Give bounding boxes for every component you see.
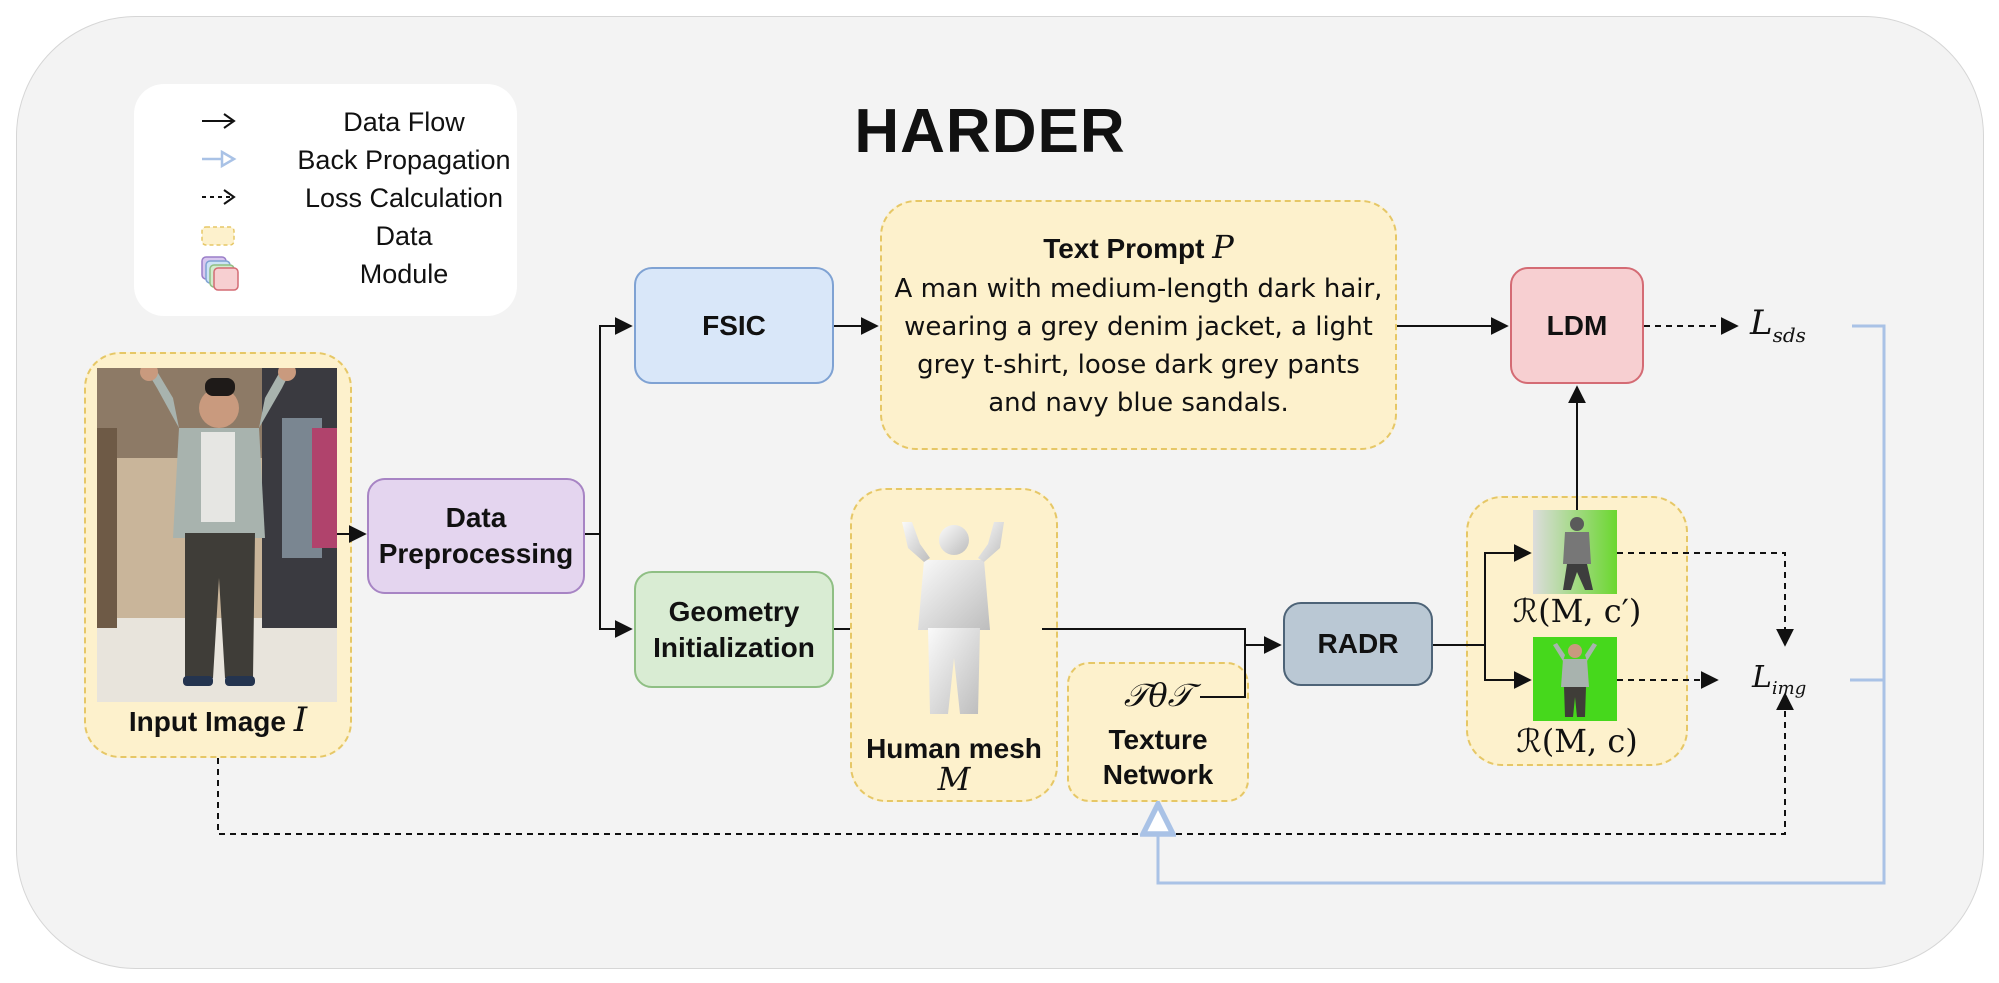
input-image-text: Input Image [128, 706, 286, 737]
legend-row-back-propagation: Back Propagation [134, 141, 517, 179]
solid-arrow-icon [202, 113, 236, 129]
arrow-radr-to-novel-render [1433, 544, 1532, 646]
dashed-arrow-icon [202, 189, 236, 205]
render-novel-view [1533, 510, 1617, 594]
loss-img: Limg [1752, 660, 1842, 699]
input-image-label: Input Image I [84, 700, 352, 740]
arrow-novel-render-to-img-loss [1617, 552, 1794, 647]
loss-img-symbol: L [1752, 660, 1772, 695]
diagram-title: HARDER [854, 97, 1126, 166]
legend: Data Flow Back Propagation Loss Calculat… [134, 84, 517, 316]
input-image-symbol: I [293, 700, 308, 740]
arrow-preprocessing-to-fsic [585, 317, 633, 535]
arrow-preprocessing-to-geometry [599, 534, 633, 638]
text-prompt-symbol: P [1212, 228, 1234, 266]
line-texture-to-radr [1200, 645, 1246, 698]
texture-network-symbol: 𝒯θ𝒯 [1123, 676, 1193, 714]
text-prompt-content: A man with medium-length dark hair, wear… [894, 274, 1383, 418]
render-input-label: ℛ(M, c) [1516, 722, 1638, 760]
legend-label: Loss Calculation [304, 183, 504, 213]
legend-label: Back Propagation [297, 145, 511, 175]
render-input-view [1533, 637, 1617, 721]
legend-row-data-flow: Data Flow [134, 103, 517, 141]
text-prompt-heading: Text Prompt P [1043, 228, 1234, 266]
text-prompt-heading-text: Text Prompt [1043, 233, 1205, 264]
renders-box [1466, 496, 1688, 766]
human-mesh-label-text: Human mesh [866, 733, 1042, 764]
arrow-radr-to-input-render [1484, 645, 1532, 689]
loss-sds: Lsds [1750, 303, 1840, 347]
loss-arrows [217, 317, 1794, 835]
loss-sds-subscript: sds [1772, 322, 1806, 347]
fsic-module: FSIC [634, 267, 834, 384]
legend-label: Data Flow [343, 107, 465, 137]
loss-sds-symbol: L [1750, 303, 1773, 343]
radr-module: RADR [1283, 602, 1433, 686]
human-mesh-symbol: M [937, 760, 971, 798]
data-preprocessing-module: Data Preprocessing [367, 478, 585, 594]
human-mesh-render [902, 522, 1004, 714]
texture-network-label: Texture Network [1102, 724, 1214, 790]
input-photo [97, 368, 337, 702]
data-swatch-icon [201, 226, 235, 246]
data-flow-arrows [337, 317, 1586, 698]
human-mesh-label: Human mesh M [850, 733, 1058, 798]
arrow-mesh-to-radr [1042, 628, 1282, 654]
legend-row-data: Data [134, 217, 517, 255]
hollow-arrow-icon [202, 149, 237, 169]
back-propagation-arrows [1158, 324, 1886, 885]
text-prompt-box: Text Prompt P A man with medium-length d… [880, 200, 1397, 450]
legend-label: Module [359, 259, 449, 289]
backprop-sds-to-texture [1158, 324, 1886, 885]
ldm-module: LDM [1510, 267, 1644, 384]
render-novel-label: ℛ(M, c′) [1512, 592, 1642, 630]
arrow-input-image-to-img-loss [217, 692, 1794, 835]
legend-label: Data [375, 221, 433, 251]
module-stack-icon [201, 256, 239, 291]
geometry-initialization-module: Geometry Initialization [634, 571, 834, 688]
legend-row-module: Module [134, 255, 517, 293]
legend-row-loss-calculation: Loss Calculation [134, 179, 517, 217]
